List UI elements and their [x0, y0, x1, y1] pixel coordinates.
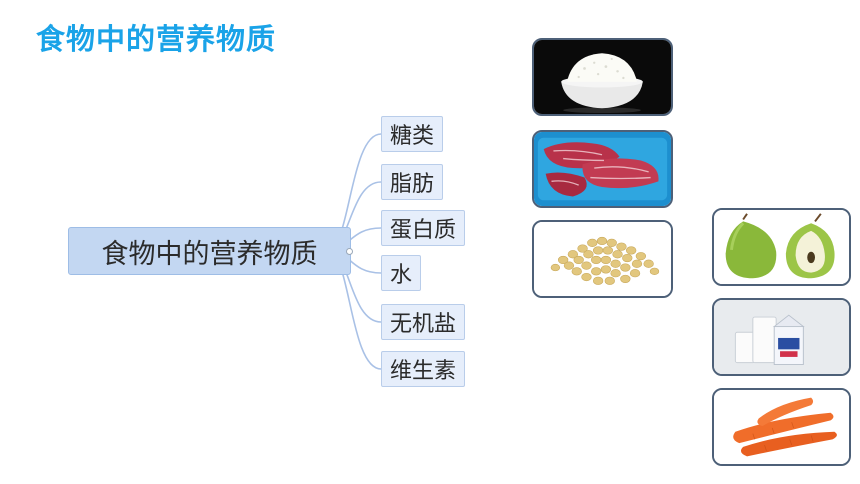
pears-photo: [712, 208, 851, 286]
mindmap-child-node[interactable]: 水: [381, 255, 422, 291]
mindmap-root-node[interactable]: 食物中的营养物质: [68, 227, 351, 275]
mindmap-child-node[interactable]: 脂肪: [381, 164, 444, 200]
milk-photo: [712, 298, 851, 376]
mindmap-child-node[interactable]: 维生素: [381, 351, 466, 387]
rice-bowl-photo: [532, 38, 673, 116]
mindmap-child-node[interactable]: 蛋白质: [381, 210, 466, 246]
mindmap-child-node[interactable]: 糖类: [381, 116, 444, 152]
soybeans-photo: [532, 220, 673, 298]
raw-meat-photo: [532, 130, 673, 208]
slide-title: 食物中的营养物质: [36, 22, 277, 56]
mindmap-child-node[interactable]: 无机盐: [381, 304, 466, 340]
collapse-handle[interactable]: [346, 248, 353, 255]
carrots-photo: [712, 388, 851, 466]
